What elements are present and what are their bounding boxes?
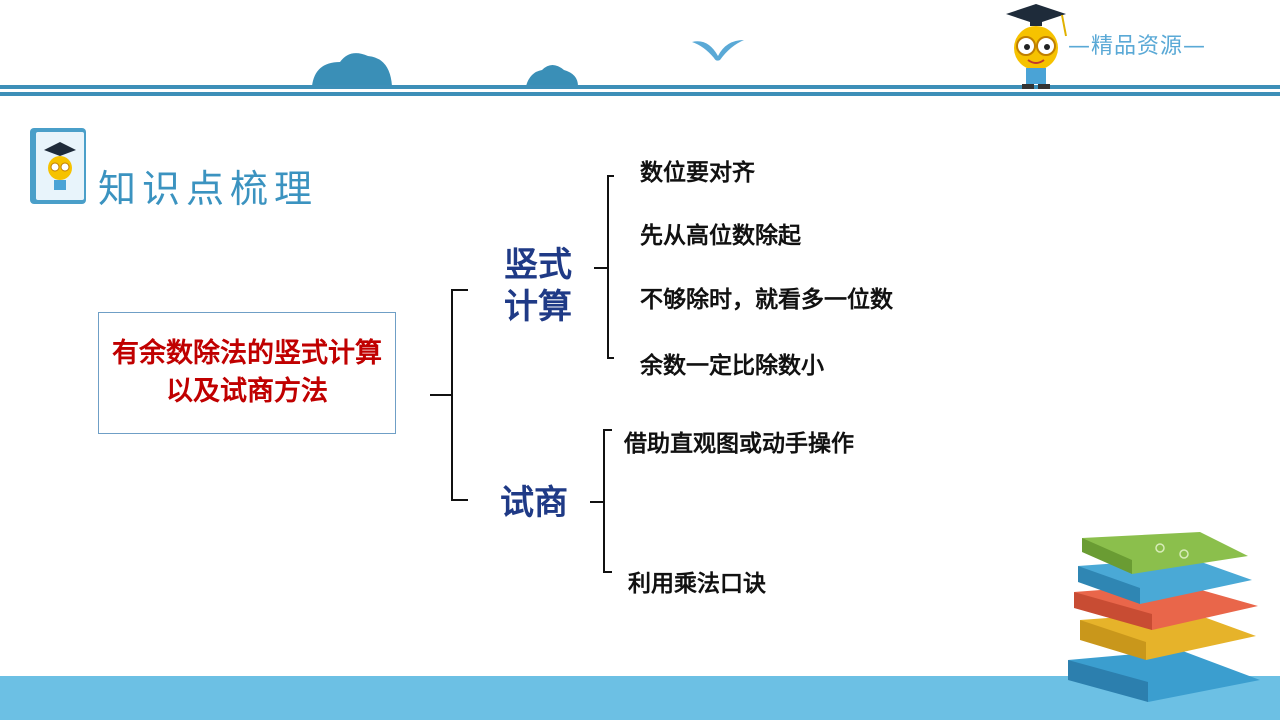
- cloud-icon: [312, 53, 392, 86]
- section-title: 知识点梳理: [98, 167, 319, 211]
- bird-icon: [692, 40, 744, 61]
- branch-label-vertical-calc: 竖式计算: [504, 245, 572, 327]
- leaf-item: 利用乘法口诀: [628, 571, 766, 597]
- cloud-icon: [526, 65, 578, 86]
- bottom-band: [0, 676, 1280, 720]
- leaf-item: 不够除时，就看多一位数: [640, 287, 893, 313]
- leaf-item: 余数一定比除数小: [640, 353, 824, 379]
- top-decoration: [312, 40, 744, 86]
- branch-label-trial-quotient: 试商: [500, 483, 568, 523]
- book-icon: [30, 128, 86, 204]
- books-stack-icon: [1068, 532, 1260, 702]
- leaf-item: 数位要对齐: [640, 160, 755, 186]
- top-band: [0, 85, 1280, 89]
- mindmap-root-text: 有余数除法的竖式计算以及试商方法: [112, 338, 382, 407]
- leaf-item: 借助直观图或动手操作: [624, 431, 854, 457]
- mindmap-root: 有余数除法的竖式计算以及试商方法: [98, 312, 396, 434]
- mascot-icon: [1006, 4, 1067, 89]
- leaf-item: 先从高位数除起: [640, 223, 801, 249]
- brand-text: —精品资源—: [1068, 34, 1207, 59]
- top-band-secondary: [0, 92, 1280, 96]
